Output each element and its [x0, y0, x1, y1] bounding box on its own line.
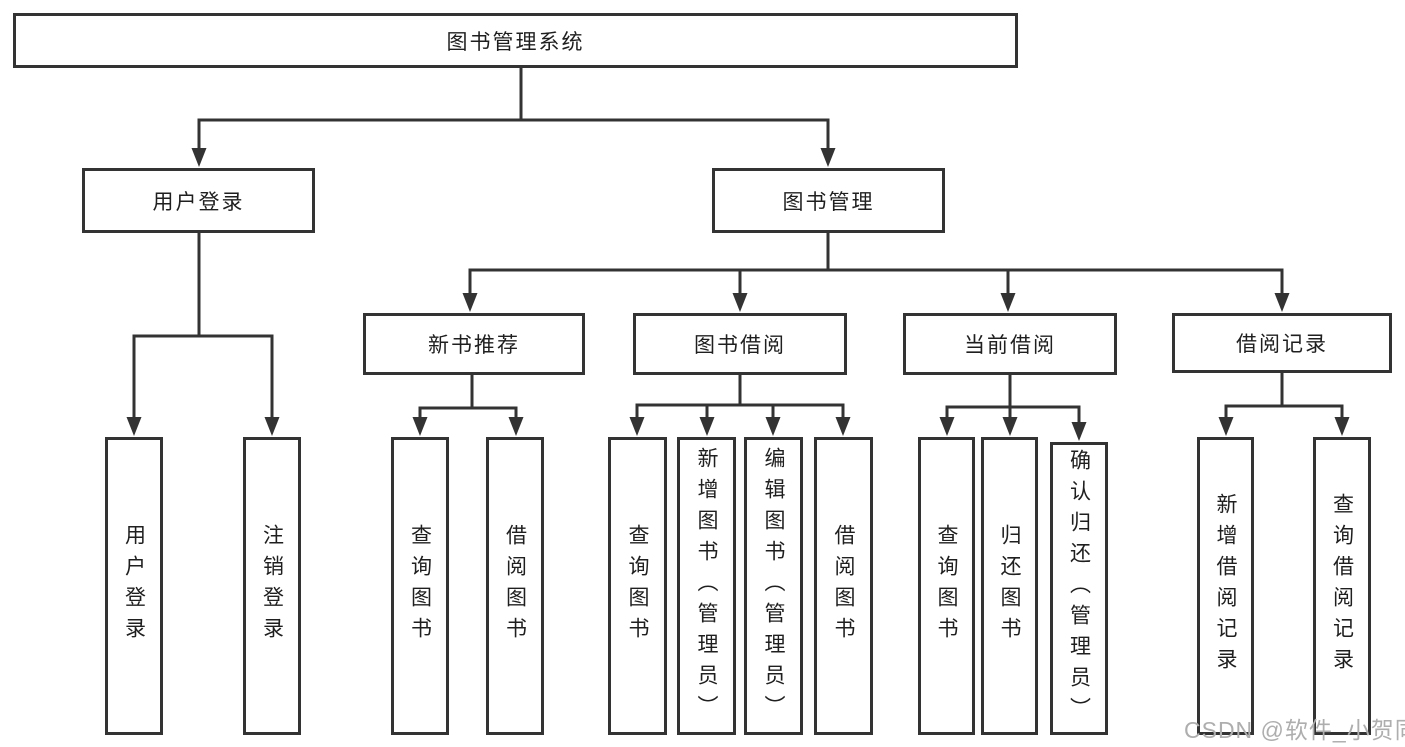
node-new-book-recommend: 新书推荐: [363, 313, 585, 375]
leaf-user-login: 用户登录: [105, 437, 163, 735]
leaf-newbook-borrow-books-label: 借阅图书: [503, 524, 527, 648]
csdn-watermark: CSDN @软件_小贺同学: [1184, 717, 1405, 743]
leaf-current-confirm-return-admin: 确认归还（管理员）: [1050, 442, 1108, 735]
leaf-borrow-query-books-label: 查询图书: [626, 524, 649, 648]
leaf-borrow-borrow-books-label: 借阅图书: [832, 524, 855, 648]
leaf-current-query-books: 查询图书: [918, 437, 975, 735]
leaf-borrow-edit-books-admin: 编辑图书（管理员）: [744, 437, 803, 735]
leaf-records-query-record: 查询借阅记录: [1313, 437, 1371, 735]
node-borrow-records: 借阅记录: [1172, 313, 1392, 373]
node-current-borrow: 当前借阅: [903, 313, 1117, 375]
leaf-current-return-books: 归还图书: [981, 437, 1038, 735]
leaf-newbook-borrow-books: 借阅图书: [486, 437, 544, 735]
node-book-borrow: 图书借阅: [633, 313, 847, 375]
leaf-user-login-label: 用户登录: [122, 524, 146, 648]
node-book-management: 图书管理: [712, 168, 945, 233]
leaf-current-confirm-return-admin-label: 确认归还（管理员）: [1067, 449, 1091, 728]
leaf-borrow-query-books: 查询图书: [608, 437, 667, 735]
leaf-borrow-edit-books-admin-label: 编辑图书（管理员）: [762, 446, 785, 726]
leaf-newbook-query-books-label: 查询图书: [408, 524, 432, 648]
leaf-records-query-record-label: 查询借阅记录: [1330, 493, 1354, 679]
leaf-records-add-record: 新增借阅记录: [1197, 437, 1254, 735]
leaf-borrow-add-books-admin-label: 新增图书（管理员）: [695, 446, 718, 726]
leaf-current-return-books-label: 归还图书: [998, 524, 1021, 648]
leaf-newbook-query-books: 查询图书: [391, 437, 449, 735]
leaf-current-query-books-label: 查询图书: [935, 524, 958, 648]
leaf-logout-login-label: 注销登录: [260, 524, 284, 648]
leaf-borrow-borrow-books: 借阅图书: [814, 437, 873, 735]
leaf-logout-login: 注销登录: [243, 437, 301, 735]
leaf-records-add-record-label: 新增借阅记录: [1214, 493, 1237, 679]
node-root-library-system: 图书管理系统: [13, 13, 1018, 68]
node-user-login: 用户登录: [82, 168, 315, 233]
leaf-borrow-add-books-admin: 新增图书（管理员）: [677, 437, 736, 735]
